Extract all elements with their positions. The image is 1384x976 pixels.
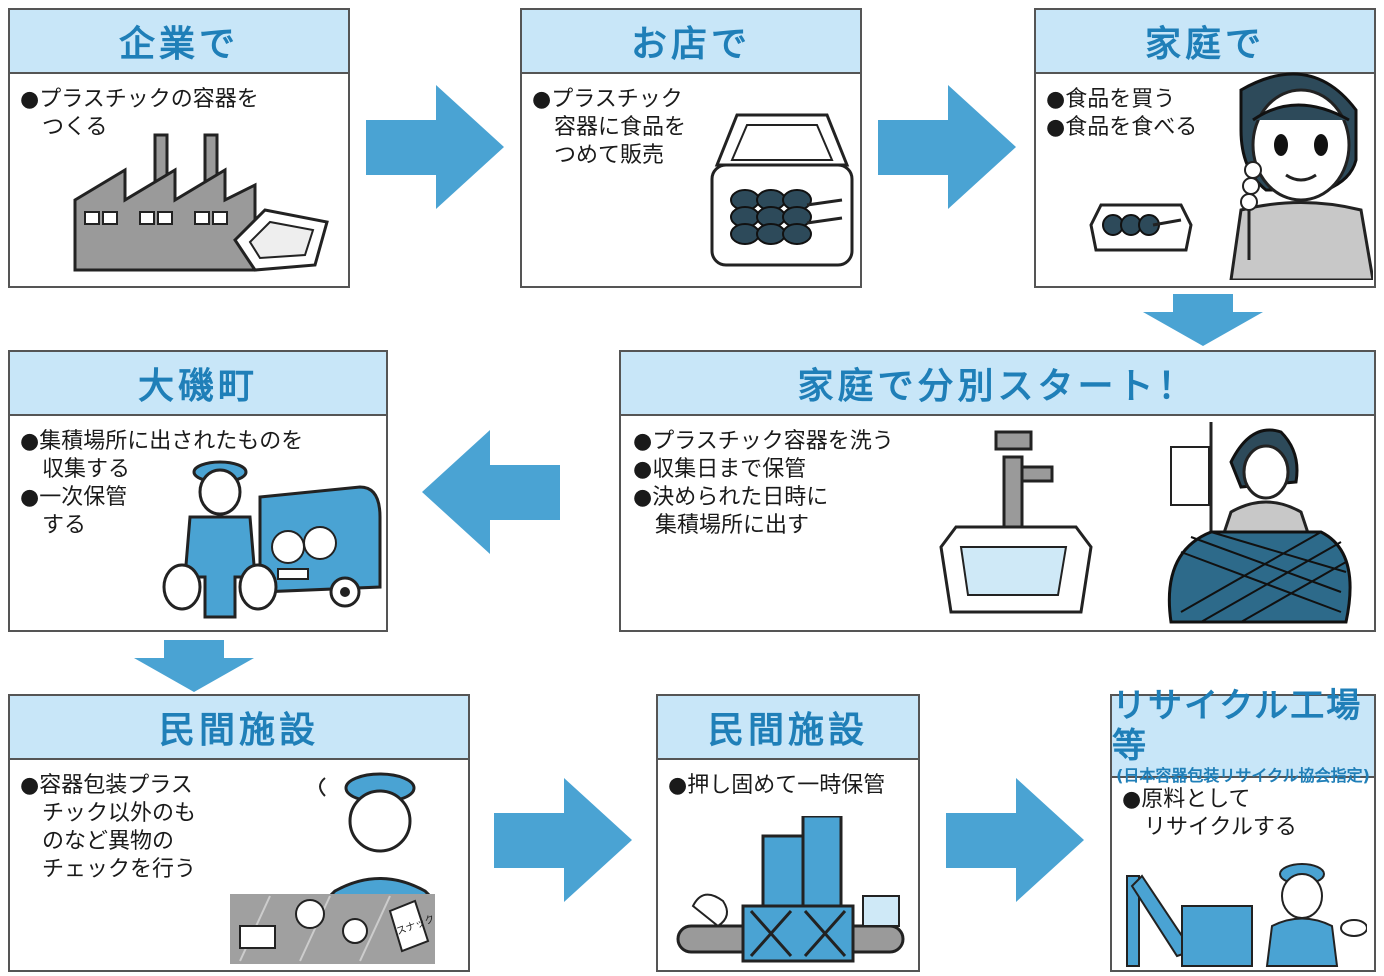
list-item: する xyxy=(20,513,87,538)
list-item: ●容器包装プラス xyxy=(20,773,193,798)
collector-truck-illustration xyxy=(162,460,382,619)
list-item: ●一次保管 xyxy=(20,485,128,510)
town-items: ●集積場所に出されたものを 収集する ●一次保管 する xyxy=(20,428,303,540)
recycle-header: リサイクル工場等 (日本容器包装リサイクル協会指定) xyxy=(1112,686,1374,785)
list-item: つくる xyxy=(20,115,108,140)
list-item: ●決められた日時に xyxy=(633,485,829,510)
company-items: ●プラスチックの容器を つくる xyxy=(20,86,259,142)
recycle-factory-illustration xyxy=(1126,863,1367,967)
arrow-down-1 xyxy=(1143,294,1263,346)
compactor-illustration xyxy=(676,816,905,963)
list-item: 容器に食品を xyxy=(532,115,687,140)
private1-box: 民間施設 ●容器包装プラス チック以外のも のなど異物の チェックを行う スナッ… xyxy=(8,694,470,972)
list-item: ●プラスチックの容器を xyxy=(20,87,259,112)
sort-title: 家庭で分別スタート！ xyxy=(621,352,1374,416)
list-item: 収集する xyxy=(20,457,131,482)
recycle-box: リサイクル工場等 (日本容器包装リサイクル協会指定) ●原料として リサイクルす… xyxy=(1110,686,1376,972)
arrow-left-1 xyxy=(422,430,560,554)
private2-box: 民間施設 ●押し固めて一時保管 xyxy=(656,694,920,972)
list-item: ●収集日まで保管 xyxy=(633,457,807,482)
recycle-subtitle: (日本容器包装リサイクル協会指定) xyxy=(1116,766,1370,785)
sort-items: ●プラスチック容器を洗う ●収集日まで保管 ●決められた日時に 集積場所に出す xyxy=(633,428,894,540)
food-container-illustration xyxy=(710,113,854,267)
woman-net-illustration xyxy=(1167,422,1352,624)
private1-title: 民間施設 xyxy=(10,696,468,760)
list-item: つめて販売 xyxy=(532,143,665,168)
home-title: 家庭で xyxy=(1036,10,1374,74)
list-item: ●原料として xyxy=(1122,787,1251,812)
list-item: チック以外のも xyxy=(20,801,197,826)
list-item: ●プラスチック xyxy=(532,87,683,112)
list-item: のなど異物の xyxy=(20,829,175,854)
list-item: ●プラスチック容器を洗う xyxy=(633,429,894,454)
home-box: 家庭で ●食品を買う ●食品を食べる xyxy=(1034,8,1376,288)
sink-washing-illustration xyxy=(939,430,1093,614)
shop-items: ●プラスチック 容器に食品を つめて販売 xyxy=(532,86,686,170)
list-item: ●食品を買う xyxy=(1046,87,1176,112)
sort-box: 家庭で分別スタート！ ●プラスチック容器を洗う ●収集日まで保管 ●決められた日… xyxy=(619,350,1376,632)
inspection-worker-illustration: スナック xyxy=(230,772,436,964)
town-box: 大磯町 ●集積場所に出されたものを 収集する ●一次保管 する xyxy=(8,350,388,632)
list-item: チェックを行う xyxy=(20,857,197,882)
recycle-items: ●原料として リサイクルする xyxy=(1122,786,1297,842)
company-title: 企業で xyxy=(10,10,348,74)
private2-title: 民間施設 xyxy=(658,696,918,760)
arrow-down-2 xyxy=(134,640,254,692)
arrow-right-1 xyxy=(366,85,504,209)
shop-box: お店で ●プラスチック 容器に食品を つめて販売 xyxy=(520,8,862,288)
recycle-title: リサイクル工場等 xyxy=(1112,686,1363,766)
arrow-right-3 xyxy=(494,778,632,902)
list-item: ●押し固めて一時保管 xyxy=(668,773,886,798)
company-box: 企業で ●プラスチックの容器を つくる xyxy=(8,8,350,288)
list-item: 集積場所に出す xyxy=(633,513,810,538)
home-items: ●食品を買う ●食品を食べる xyxy=(1046,86,1197,142)
shop-title: お店で xyxy=(522,10,860,74)
arrow-right-4 xyxy=(946,778,1084,902)
list-item: ●食品を食べる xyxy=(1046,115,1198,140)
town-title: 大磯町 xyxy=(10,352,386,416)
list-item: リサイクルする xyxy=(1122,815,1297,840)
private1-items: ●容器包装プラス チック以外のも のなど異物の チェックを行う xyxy=(20,772,196,884)
private2-items: ●押し固めて一時保管 xyxy=(668,772,885,800)
arrow-right-2 xyxy=(878,85,1016,209)
list-item: ●集積場所に出されたものを xyxy=(20,429,304,454)
woman-eating-illustration xyxy=(1089,72,1373,280)
factory-illustration xyxy=(73,133,329,272)
